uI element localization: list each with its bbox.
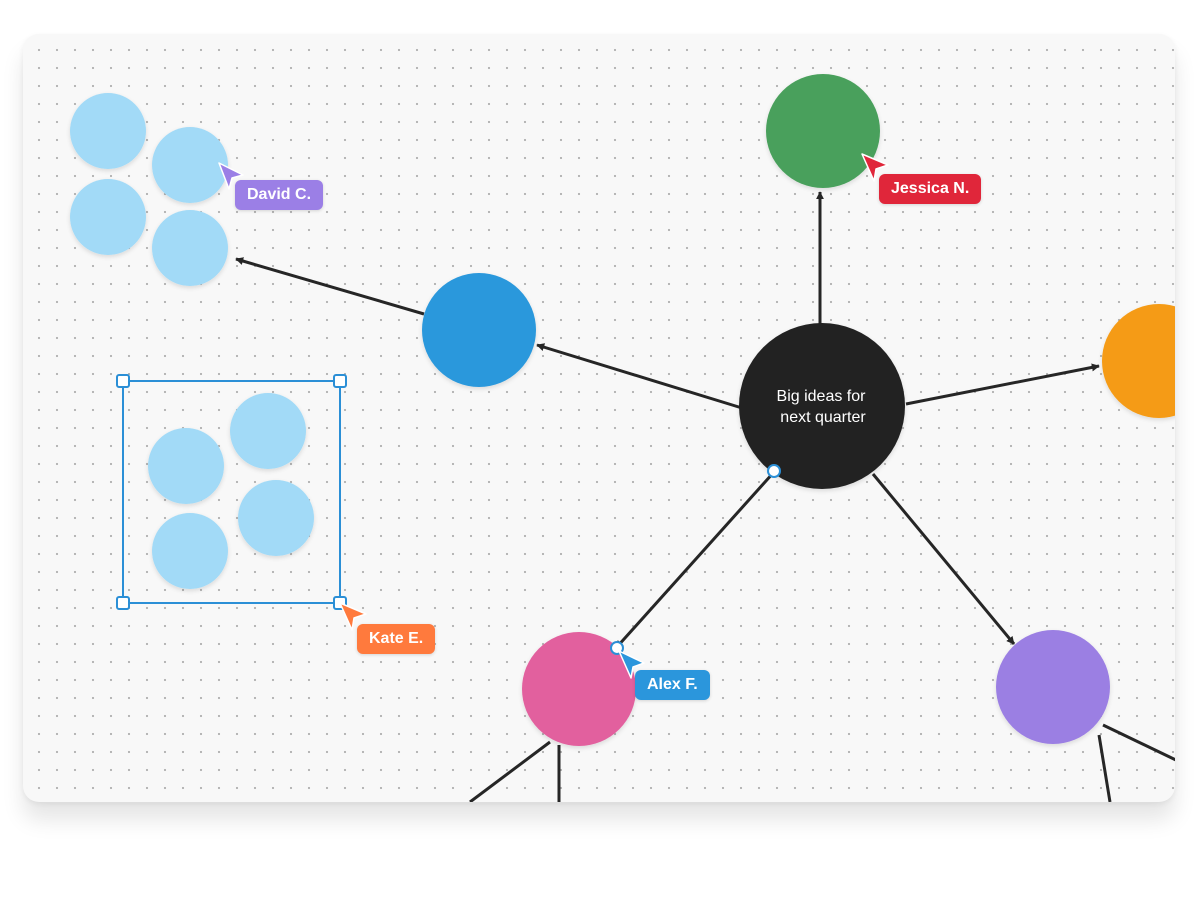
resize-handle-top-right[interactable]: [333, 374, 347, 388]
whiteboard-canvas[interactable]: Big ideas for next quarter David C. Jess…: [23, 34, 1175, 802]
connection-anchor[interactable]: [767, 464, 781, 478]
resize-handle-top-left[interactable]: [116, 374, 130, 388]
connector-purple-branch-right[interactable]: [1102, 723, 1175, 762]
cursor-arrow-icon: [618, 650, 645, 679]
connector-center-to-purple[interactable]: [871, 473, 1016, 645]
central-node-title-line2: next quarter: [780, 409, 866, 426]
collaborator-label-alex: Alex F.: [635, 670, 710, 700]
cursor-arrow-icon: [218, 162, 244, 190]
collaborator-label-jessica: Jessica N.: [879, 174, 982, 204]
node-purple[interactable]: [996, 630, 1110, 744]
idea-circle[interactable]: [152, 210, 228, 286]
connector-center-to-blue[interactable]: [536, 343, 743, 410]
node-orange[interactable]: [1102, 304, 1175, 418]
selection-box[interactable]: [116, 374, 347, 610]
cursor-arrow-icon: [339, 602, 367, 631]
collaborator-label-david: David C.: [235, 180, 324, 210]
idea-circle[interactable]: [238, 480, 314, 556]
idea-circle[interactable]: [230, 393, 306, 469]
mind-map-diagram: Big ideas for next quarter: [70, 74, 1175, 802]
connector-center-to-orange[interactable]: [905, 363, 1100, 406]
connector-pink-branch-left[interactable]: [469, 740, 551, 802]
idea-cluster-top-left[interactable]: [70, 93, 228, 286]
central-node[interactable]: Big ideas for next quarter: [739, 323, 905, 489]
node-green[interactable]: [766, 74, 880, 188]
node-pink[interactable]: [522, 632, 636, 746]
resize-handle-bottom-left[interactable]: [116, 596, 130, 610]
connector-blue-to-cluster[interactable]: [235, 257, 425, 316]
collaborator-label-kate: Kate E.: [357, 624, 436, 654]
node-blue[interactable]: [422, 273, 536, 387]
cursor-arrow-icon: [861, 153, 889, 182]
central-node-title-line1: Big ideas for: [777, 388, 867, 405]
connector-purple-branch-down[interactable]: [1097, 734, 1112, 802]
idea-circle[interactable]: [148, 428, 224, 504]
idea-circle[interactable]: [152, 127, 228, 203]
idea-circle[interactable]: [70, 93, 146, 169]
connector-center-to-pink[interactable]: [614, 470, 776, 650]
idea-circle[interactable]: [152, 513, 228, 589]
idea-cluster-selected[interactable]: [148, 393, 314, 589]
idea-circle[interactable]: [70, 179, 146, 255]
